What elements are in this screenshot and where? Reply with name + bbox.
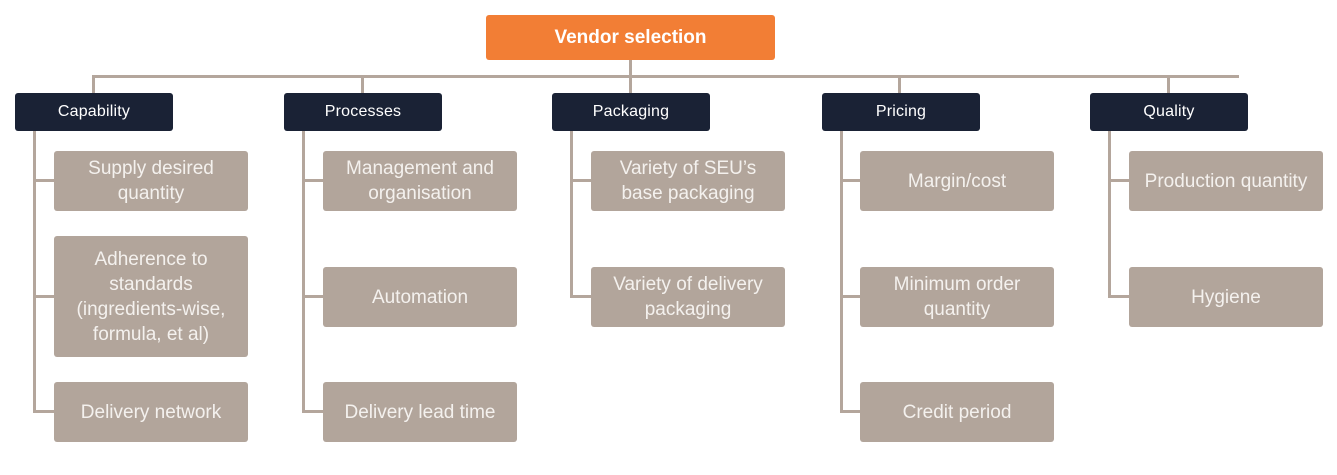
capability-branch [33, 295, 54, 298]
item-variety-of-delivery-packaging: Variety of delivery packaging [591, 267, 785, 327]
main-horizontal-connector [92, 75, 1239, 78]
pricing-branch [840, 295, 861, 298]
pricing-branch [840, 179, 861, 182]
processes-branch [302, 410, 323, 413]
packaging-branch [570, 295, 591, 298]
item-delivery-network: Delivery network [54, 382, 248, 442]
packaging-spine [570, 131, 573, 298]
quality-branch [1108, 295, 1129, 298]
root-node-vendor-selection: Vendor selection [486, 15, 775, 60]
pricing-drop [898, 75, 901, 93]
category-processes: Processes [284, 93, 442, 131]
processes-drop [361, 75, 364, 93]
capability-branch [33, 410, 54, 413]
item-credit-period: Credit period [860, 382, 1054, 442]
processes-branch [302, 179, 323, 182]
capability-drop [92, 75, 95, 93]
item-delivery-lead-time: Delivery lead time [323, 382, 517, 442]
packaging-drop [629, 75, 632, 93]
item-variety-of-base-packaging: Variety of SEU’s base packaging [591, 151, 785, 211]
quality-spine [1108, 131, 1111, 298]
item-hygiene: Hygiene [1129, 267, 1323, 327]
item-margin-cost: Margin/cost [860, 151, 1054, 211]
item-adherence-to-standards: Adherence to standards (ingredients-wise… [54, 236, 248, 357]
category-quality: Quality [1090, 93, 1248, 131]
item-minimum-order-quantity: Minimum order quantity [860, 267, 1054, 327]
item-supply-desired-quantity: Supply desired quantity [54, 151, 248, 211]
capability-spine [33, 131, 36, 413]
pricing-branch [840, 410, 861, 413]
processes-spine [302, 131, 305, 413]
packaging-branch [570, 179, 591, 182]
quality-branch [1108, 179, 1129, 182]
category-pricing: Pricing [822, 93, 980, 131]
category-capability: Capability [15, 93, 173, 131]
root-stem [629, 60, 632, 76]
category-packaging: Packaging [552, 93, 710, 131]
item-automation: Automation [323, 267, 517, 327]
quality-drop [1167, 75, 1170, 93]
item-production-quantity: Production quantity [1129, 151, 1323, 211]
processes-branch [302, 295, 323, 298]
item-management-and-organisation: Management and organisation [323, 151, 517, 211]
pricing-spine [840, 131, 843, 413]
capability-branch [33, 179, 54, 182]
